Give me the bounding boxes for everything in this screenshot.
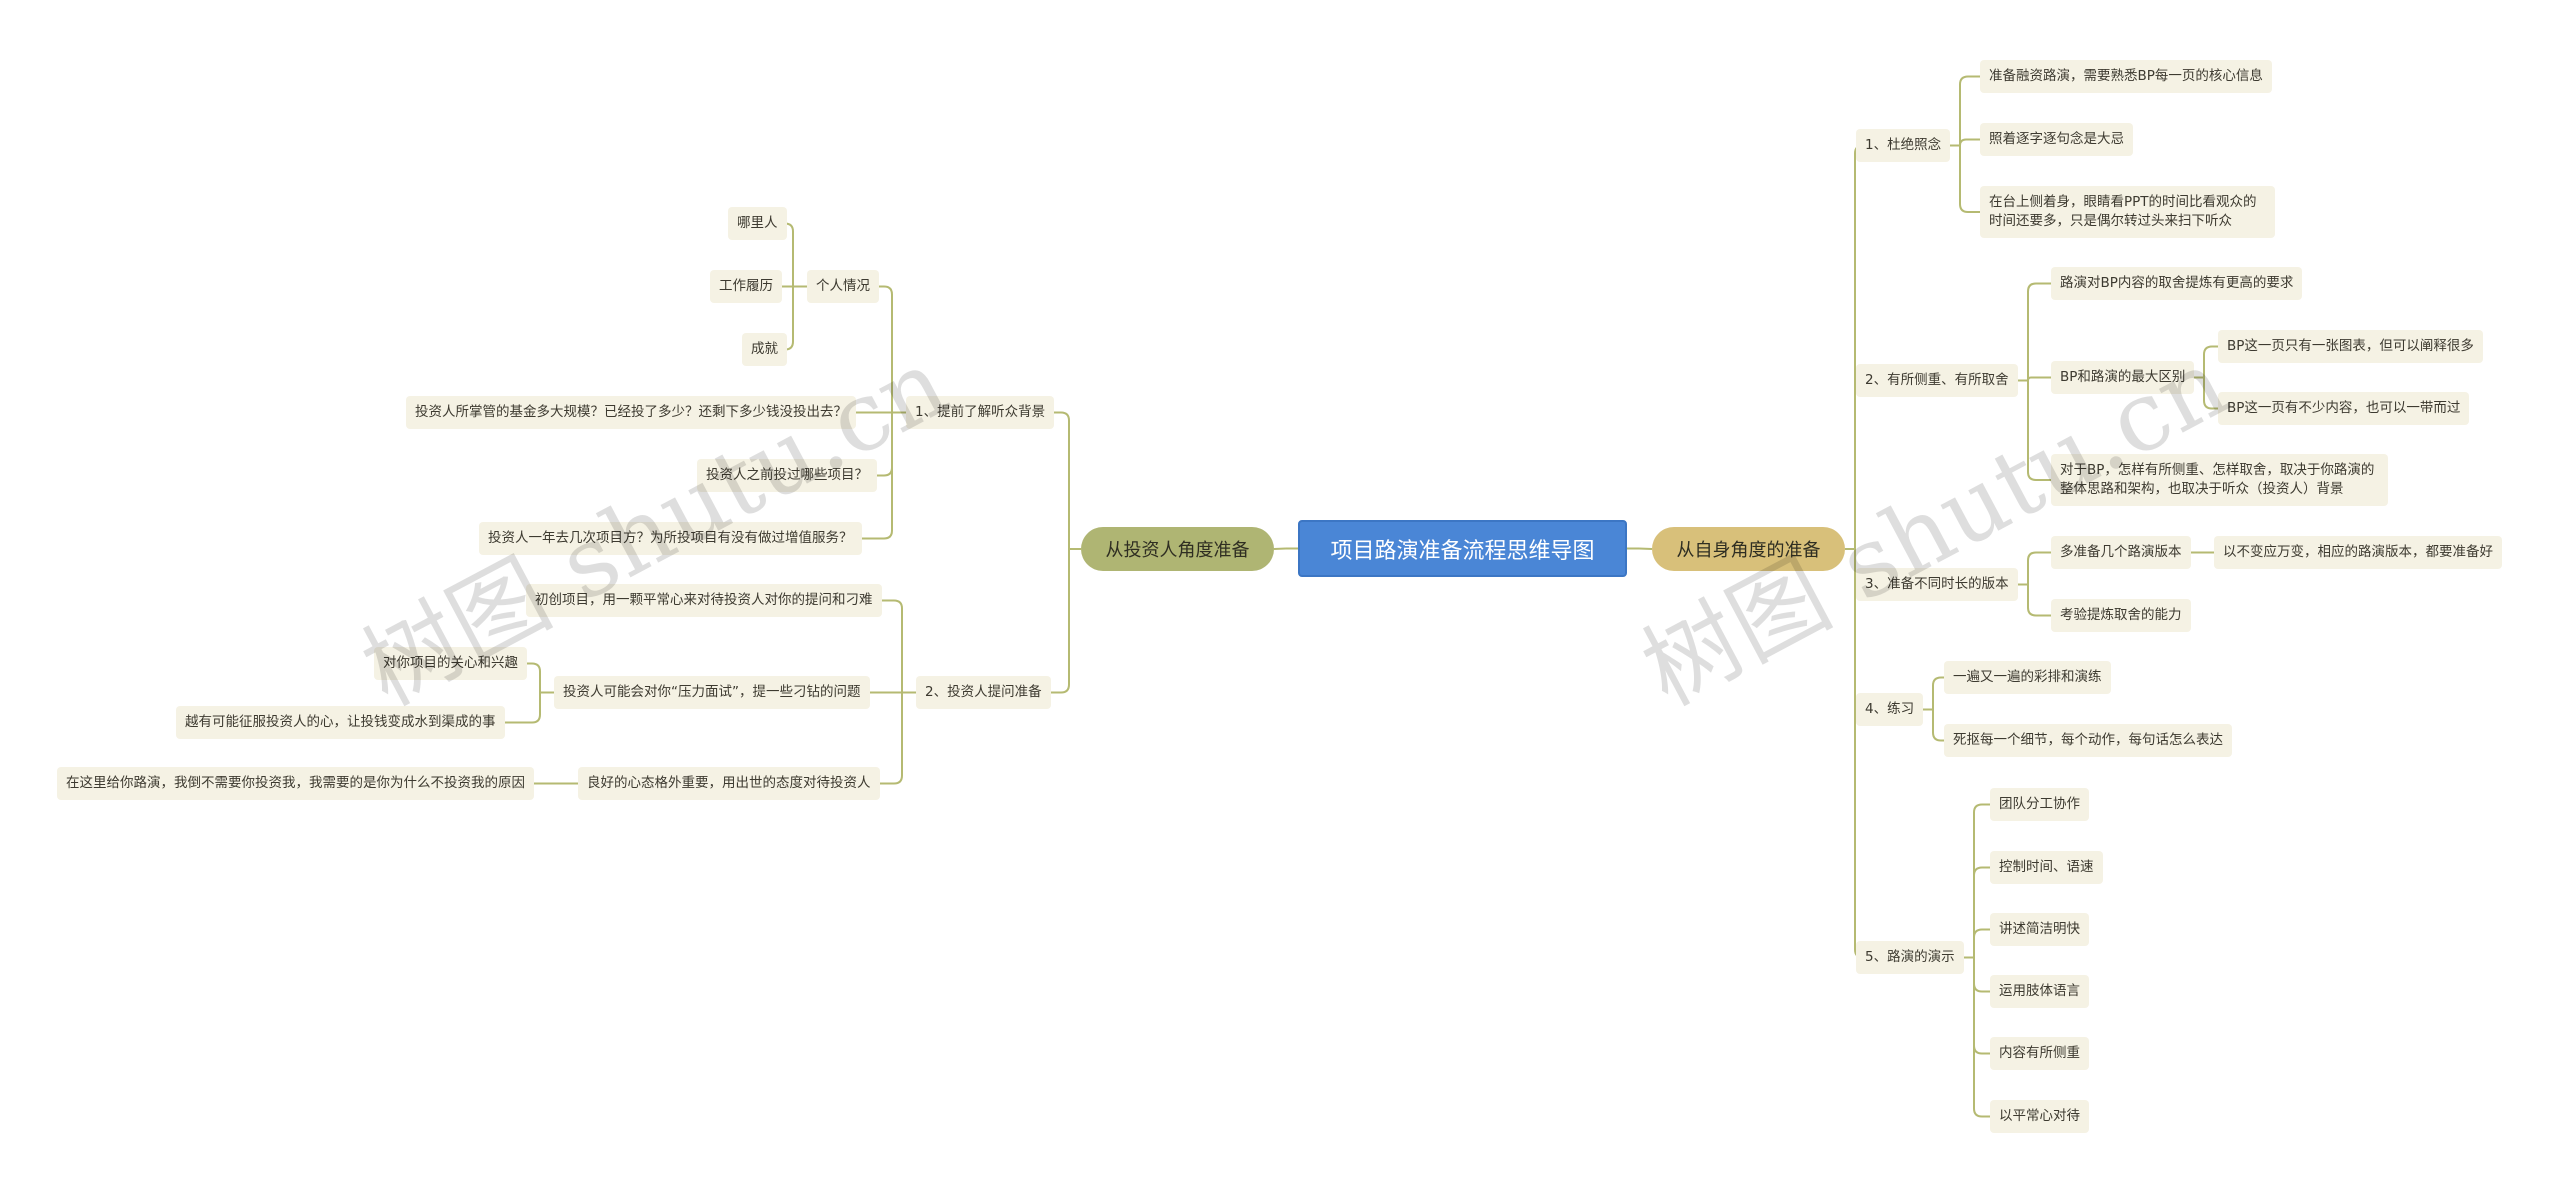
b1-link-3: [862, 412, 893, 540]
left-branch-link-1: [1051, 549, 1070, 694]
topic-bp-vs-roadshow[interactable]: BP和路演的最大区别: [2051, 361, 2195, 394]
leaf-one-chart-explain-much[interactable]: BP这一页只有一张图表，但可以阐释很多: [2218, 330, 2483, 363]
r1-link-2: [1959, 145, 1980, 213]
leaf-teamwork[interactable]: 团队分工协作: [1990, 788, 2089, 821]
c2-link-1: [505, 692, 541, 724]
branch-self-perspective[interactable]: 从自身角度的准备: [1652, 527, 1845, 571]
leaf-test-refining[interactable]: 考验提炼取舍的能力: [2051, 599, 2191, 632]
leaf-rehearse-repeatedly[interactable]: 一遍又一遍的彩排和演练: [1944, 661, 2111, 694]
r5-link-4: [1973, 957, 1990, 1055]
b2-link-2: [880, 692, 903, 785]
leaf-content-focus[interactable]: 内容有所侧重: [1990, 1037, 2089, 1070]
r4-link-1: [1932, 709, 1944, 742]
right-branch-link-0: [1854, 144, 1864, 549]
c2-link-0: [527, 662, 541, 693]
b2-link-0: [882, 599, 903, 693]
right-branch-link-4: [1854, 549, 1864, 959]
r1-link-0: [1959, 75, 1980, 146]
leaf-achievements[interactable]: 成就: [742, 333, 787, 366]
leaf-fund-size-question[interactable]: 投资人所掌管的基金多大规模？已经投了多少？还剩下多少钱没投出去？: [406, 396, 856, 429]
leaf-work-history[interactable]: 工作履历: [710, 270, 782, 303]
root-topic[interactable]: 项目路演准备流程思维导图: [1298, 520, 1627, 577]
r3-link-1: [2027, 584, 2051, 617]
b1-link-2: [877, 412, 893, 477]
leaf-calm-attitude[interactable]: 以平常心对待: [1990, 1100, 2089, 1133]
topic-investor-questions[interactable]: 2、投资人提问准备: [916, 676, 1051, 709]
r4-link-0: [1932, 676, 1944, 710]
leaf-skip-quickly[interactable]: BP这一页有不少内容，也可以一带而过: [2218, 392, 2470, 425]
r1-link-1: [1959, 138, 1980, 146]
branch-investor-perspective[interactable]: 从投资人角度准备: [1081, 527, 1274, 571]
topic-presentation[interactable]: 5、路演的演示: [1856, 941, 1964, 974]
right-branch-link-1: [1854, 379, 1864, 549]
b1-link-0: [879, 285, 893, 413]
leaf-control-time[interactable]: 控制时间、语速: [1990, 851, 2103, 884]
topic-audience-background[interactable]: 1、提前了解听众背景: [906, 396, 1055, 429]
leaf-depends-on-structure[interactable]: 对于BP，怎样有所侧重、怎样取舍，取决于你路演的整体思路和架构，也取决于听众（投…: [2051, 454, 2388, 506]
r2-link-2: [2027, 380, 2051, 481]
leaf-past-investments-question[interactable]: 投资人之前投过哪些项目？: [697, 459, 877, 492]
r5-link-1: [1973, 866, 1990, 958]
root-right-link-0: [1638, 547, 1653, 550]
r2b-link-0: [2203, 345, 2218, 378]
r2-link-1: [2027, 376, 2051, 381]
r3-link-0: [2027, 551, 2051, 585]
r5-link-2: [1973, 928, 1990, 958]
topic-avoid-reading[interactable]: 1、杜绝照念: [1856, 129, 1951, 162]
r5-link-5: [1973, 957, 1990, 1118]
leaf-care-and-interest[interactable]: 对你项目的关心和兴趣: [374, 647, 527, 680]
topic-good-attitude[interactable]: 良好的心态格外重要，用出世的态度对待投资人: [578, 767, 880, 800]
r5-link-3: [1973, 957, 1990, 993]
leaf-hometown[interactable]: 哪里人: [728, 207, 787, 240]
leaf-concise-speech[interactable]: 讲述简洁明快: [1990, 913, 2089, 946]
root-left-link-0: [1273, 547, 1287, 550]
topic-practice[interactable]: 4、练习: [1856, 693, 1924, 726]
r5-link-0: [1973, 803, 1990, 958]
leaf-face-audience[interactable]: 在台上侧着身，眼睛看PPT的时间比看观众的时间还要多，只是偶尔转过头来扫下听众: [1980, 186, 2275, 238]
r2-link-0: [2027, 282, 2051, 381]
topic-versions-of-length[interactable]: 3、准备不同时长的版本: [1856, 568, 2018, 601]
leaf-no-verbatim[interactable]: 照着逐字逐句念是大忌: [1980, 123, 2133, 156]
leaf-refine-details[interactable]: 死抠每一个细节，每个动作，每句话怎么表达: [1944, 724, 2232, 757]
leaf-why-not-invest[interactable]: 在这里给你路演，我倒不需要你投资我，我需要的是你为什么不投资我的原因: [57, 767, 534, 800]
leaf-win-investor-heart[interactable]: 越有可能征服投资人的心，让投钱变成水到渠成的事: [176, 706, 505, 739]
leaf-body-language[interactable]: 运用肢体语言: [1990, 975, 2089, 1008]
leaf-prepare-all-versions[interactable]: 以不变应万变，相应的路演版本，都要准备好: [2214, 536, 2502, 569]
topic-focus-and-tradeoff[interactable]: 2、有所侧重、有所取舍: [1856, 364, 2018, 397]
r2b-link-1: [2203, 377, 2218, 410]
leaf-visit-frequency-question[interactable]: 投资人一年去几次项目方？为所投项目有没有做过增值服务？: [479, 522, 862, 555]
topic-pressure-interview[interactable]: 投资人可能会对你“压力面试”，提一些刁钻的问题: [554, 676, 870, 709]
leaf-higher-requirement[interactable]: 路演对BP内容的取舍提炼有更高的要求: [2051, 267, 2303, 300]
topic-personal-info[interactable]: 个人情况: [807, 270, 879, 303]
topic-multiple-versions[interactable]: 多准备几个路演版本: [2051, 536, 2191, 569]
leaf-calm-mindset[interactable]: 初创项目，用一颗平常心来对待投资人对你的提问和刁难: [526, 584, 882, 617]
leaf-know-bp-core[interactable]: 准备融资路演，需要熟悉BP每一页的核心信息: [1980, 60, 2272, 93]
left-branch-link-0: [1054, 411, 1070, 549]
